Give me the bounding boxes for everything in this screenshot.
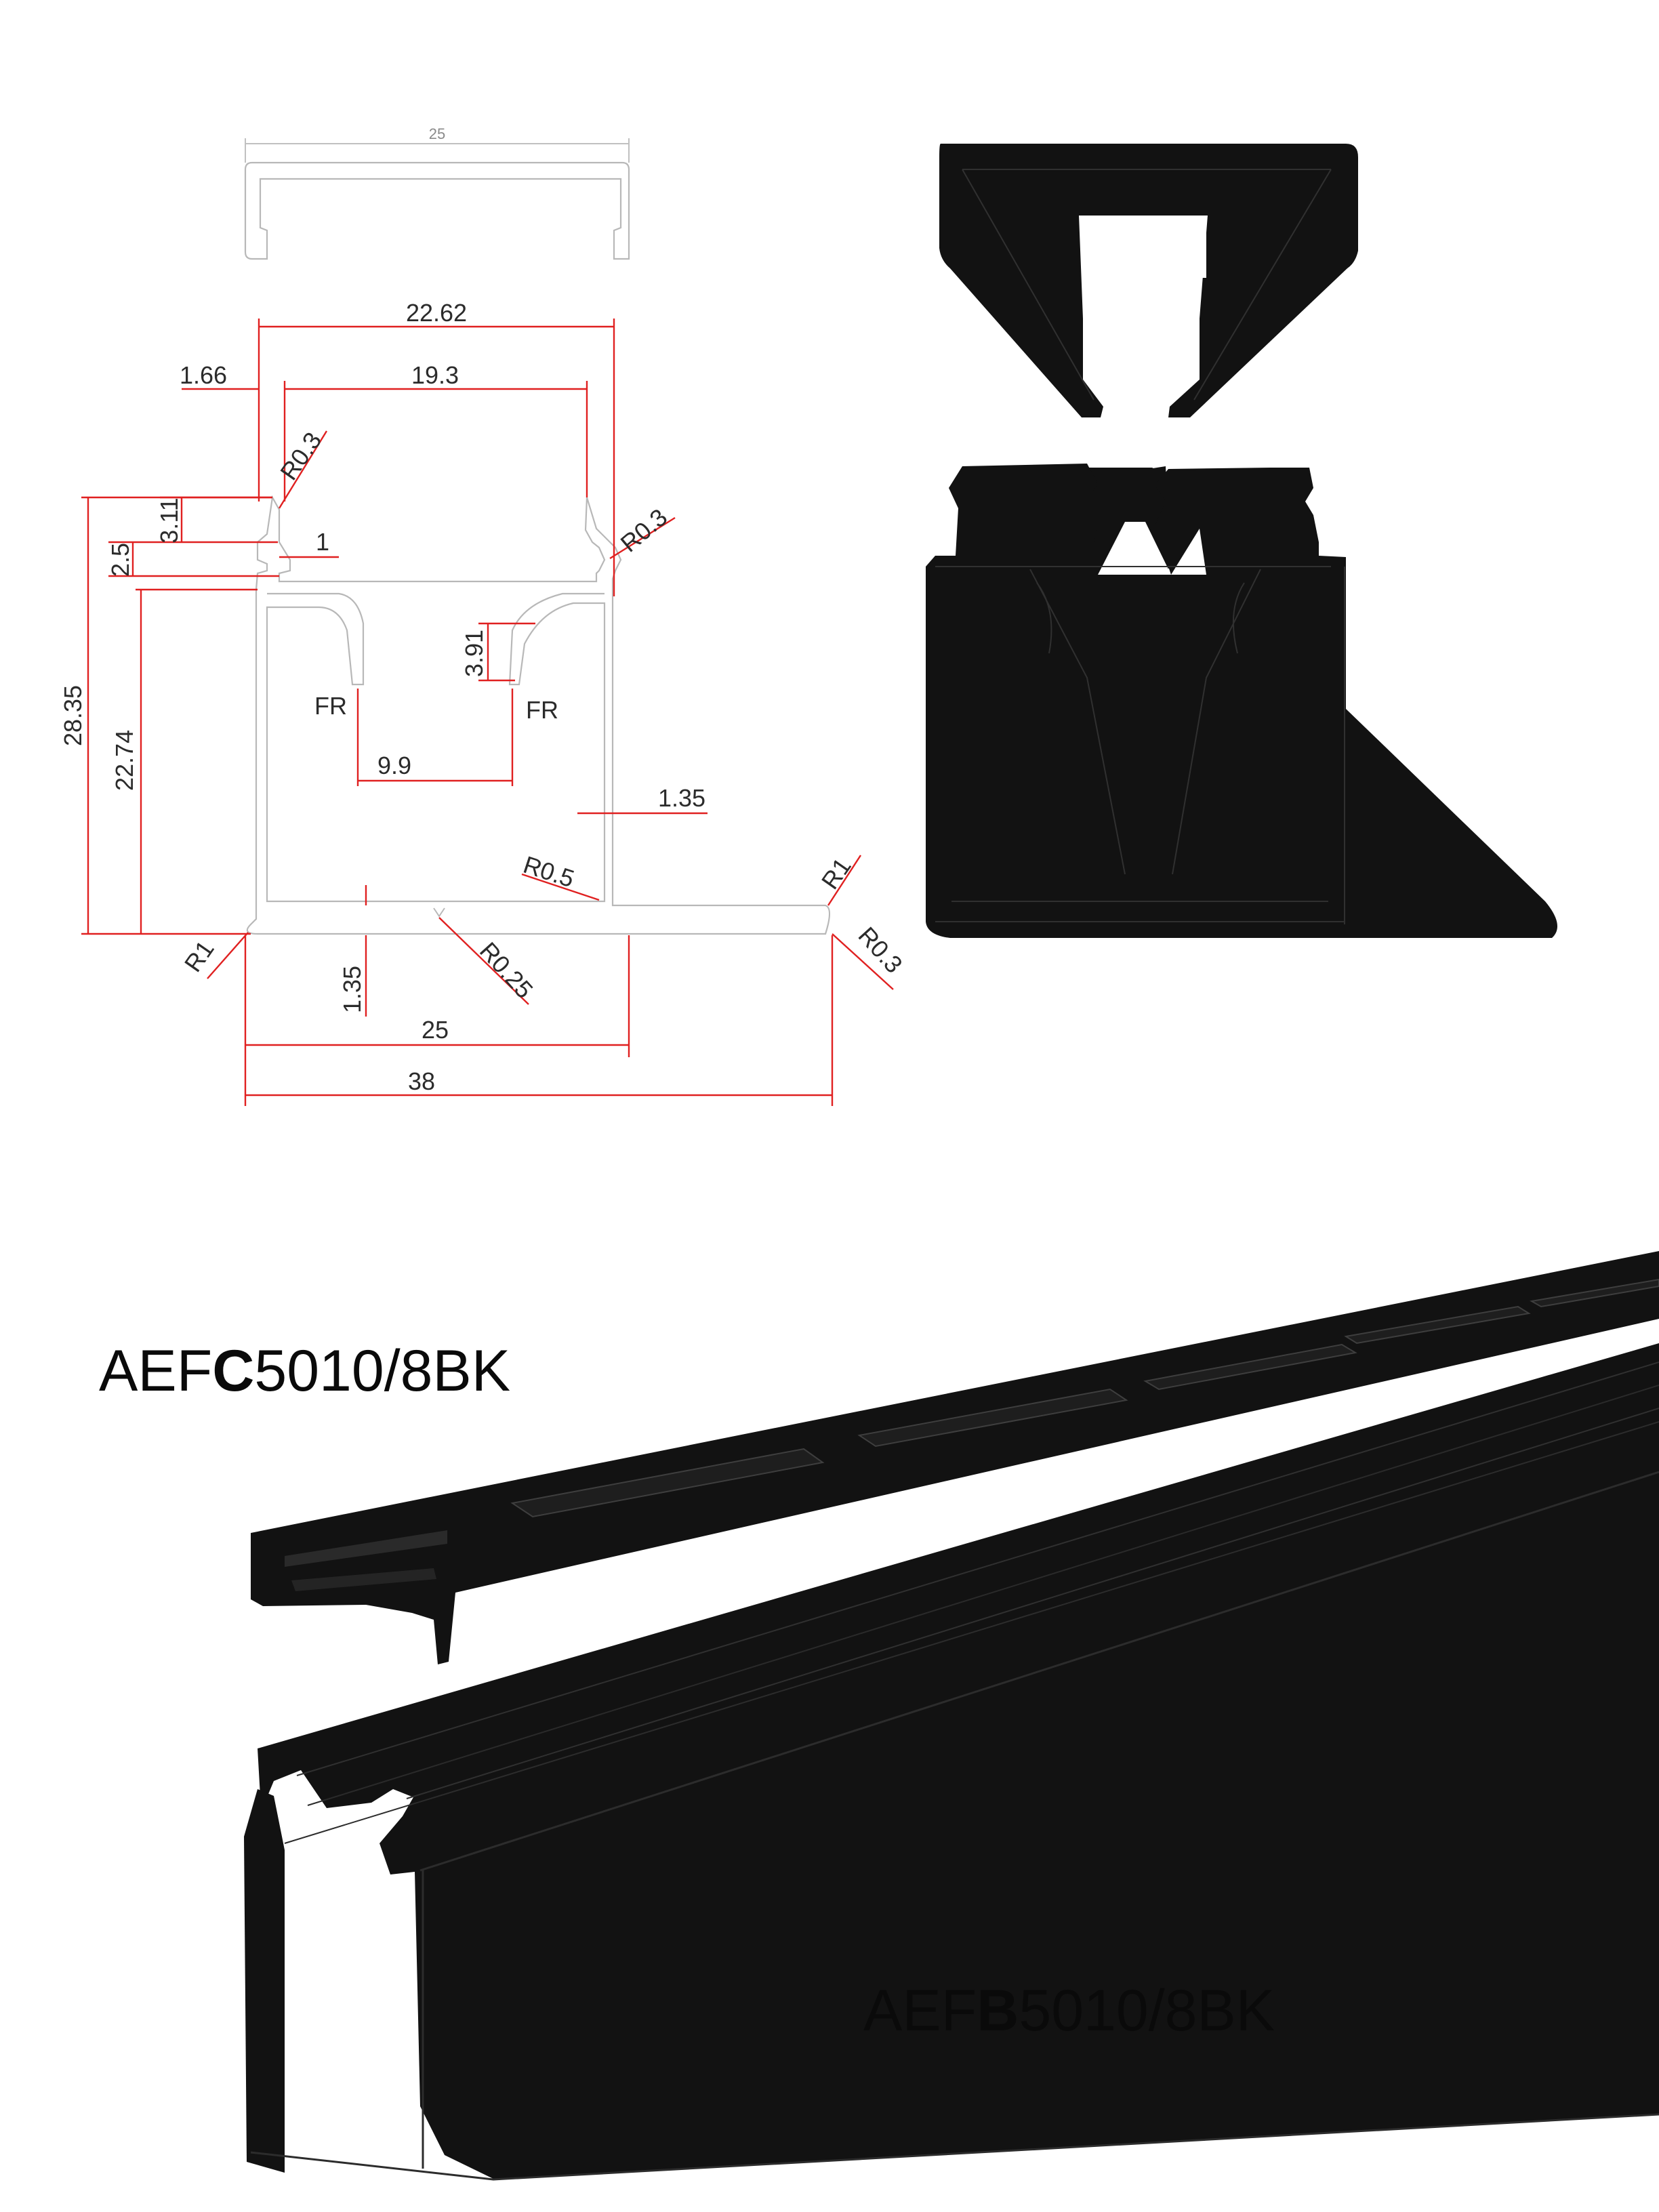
base-3d [244, 1343, 1659, 2181]
base-profile-drawing [246, 495, 831, 935]
dim-3-91: 3.91 [460, 630, 488, 677]
dim-1-35-wall: 1.35 [658, 784, 705, 812]
cover-3d [251, 1251, 1659, 1664]
end-view-render [926, 144, 1557, 938]
profile-3d-render [244, 1251, 1659, 2181]
dim-28-35: 28.35 [59, 685, 87, 746]
dim-1-66: 1.66 [180, 361, 227, 389]
radius-0-3-foot: R0.3 [853, 922, 908, 979]
dim-2-5: 2.5 [106, 543, 134, 577]
dim-1-35-bottom: 1.35 [338, 966, 366, 1013]
dim-1: 1 [316, 528, 329, 556]
radius-1-right: R1 [816, 853, 857, 894]
dim-22-74: 22.74 [110, 730, 138, 791]
radius-1-left: R1 [179, 935, 220, 977]
base-product-code: AEFB5010/8BK [863, 1978, 1275, 2043]
base-end-view [926, 464, 1557, 938]
dim-3-11: 3.11 [155, 497, 183, 543]
radius-0-3-left: R0.3 [274, 427, 327, 485]
cover-profile-drawing: 25 [244, 125, 630, 260]
fr-label-right: FR [526, 696, 558, 724]
dim-38: 38 [408, 1067, 435, 1095]
radius-0-25: R0.25 [474, 937, 539, 1004]
cover-width-dim: 25 [429, 125, 445, 142]
technical-drawing: 25 22.62 1.66 19.3 R0. [59, 125, 908, 1106]
cover-product-code: AEFC5010/8BK [99, 1338, 510, 1404]
dim-9-9: 9.9 [377, 752, 411, 779]
fr-label-left: FR [314, 692, 347, 720]
dim-25: 25 [422, 1016, 449, 1044]
cover-end-view [939, 144, 1358, 417]
dimension-lines: 22.62 1.66 19.3 R0.3 R0.3 3.11 2 [59, 299, 908, 1106]
dim-19-3: 19.3 [411, 361, 459, 389]
dim-22-62: 22.62 [406, 299, 467, 327]
